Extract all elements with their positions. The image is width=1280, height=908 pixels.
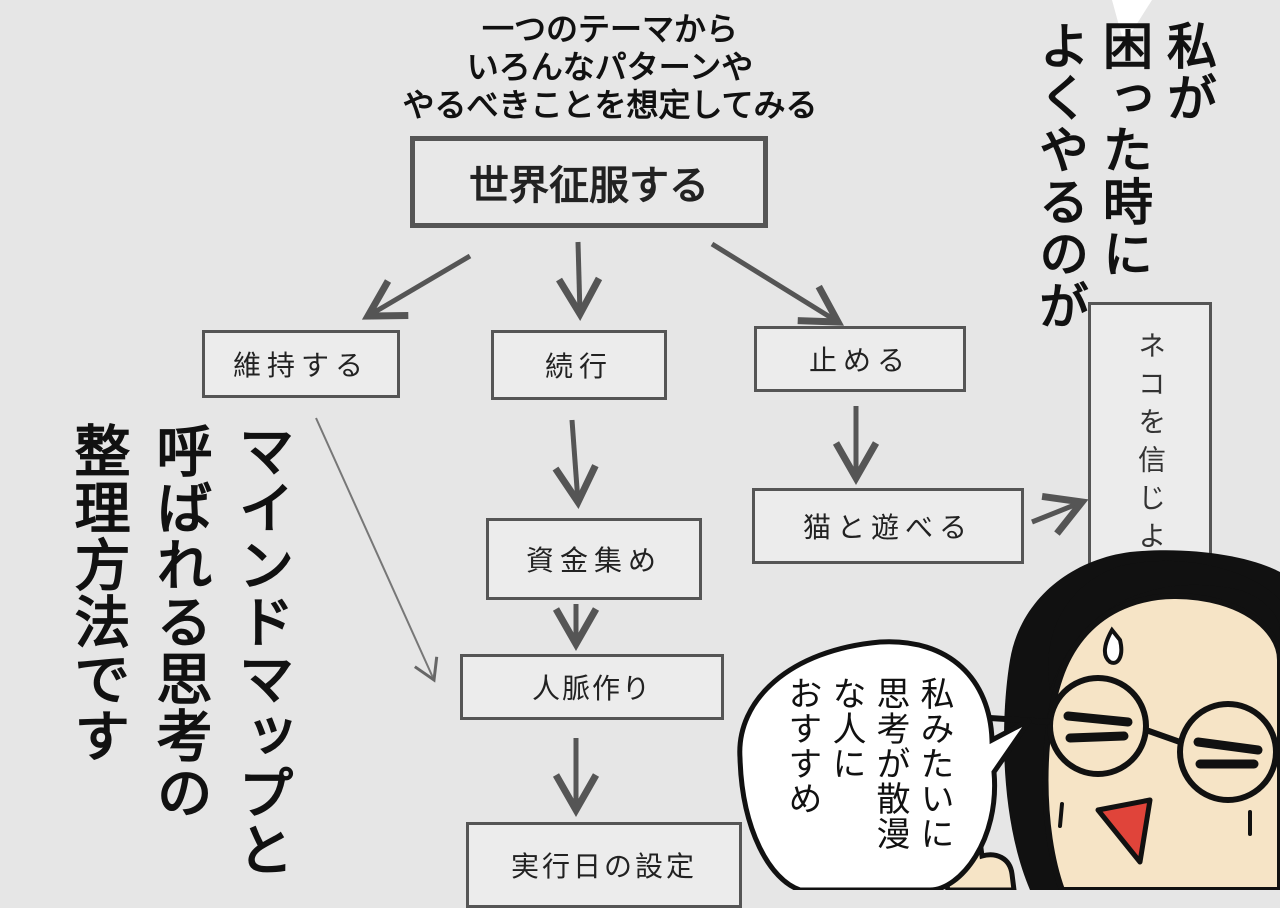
narration-top-right: 私が 困った時に よくやるのが xyxy=(1010,20,1220,340)
narration-top-col1: 私が xyxy=(1159,20,1217,124)
narration-top-col2: 困った時に xyxy=(1095,20,1153,280)
narration-top-col3: よくやるのが xyxy=(1031,20,1089,332)
